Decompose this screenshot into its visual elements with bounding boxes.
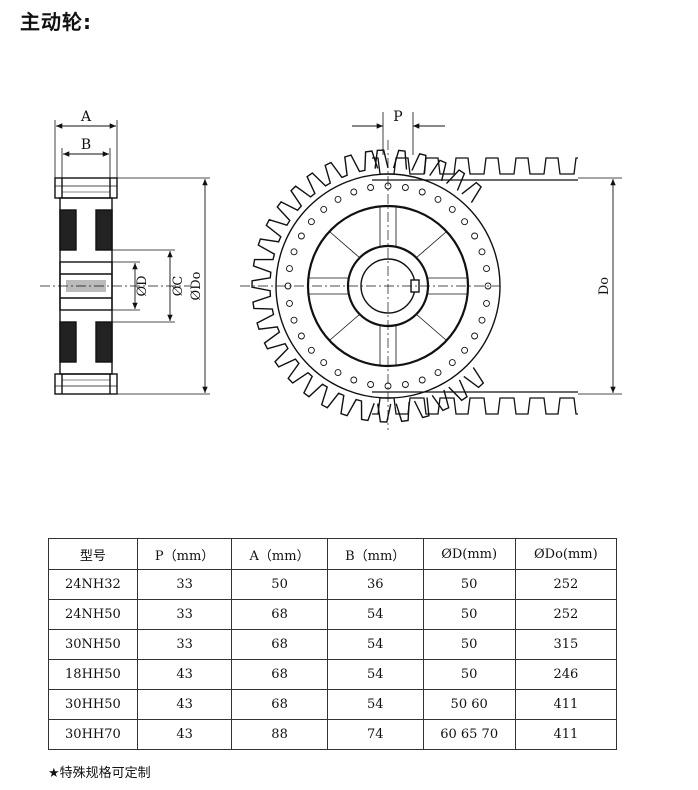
bolt-hole	[286, 265, 293, 273]
bolt-hole	[471, 232, 479, 240]
cell-do: 246	[514, 659, 618, 690]
chain-top	[372, 157, 578, 181]
page-title: 主动轮:	[20, 10, 92, 34]
dim-label-do-side: ØDo	[189, 271, 204, 300]
bolt-hole	[483, 265, 490, 273]
cell-p: 33	[136, 569, 233, 600]
col-header-do: ØDo(mm)	[514, 538, 618, 570]
bolt-hole	[290, 316, 298, 324]
cell-d: 50	[422, 569, 516, 600]
dim-label-d: ØD	[135, 275, 150, 296]
cell-a: 50	[231, 569, 328, 600]
cell-b: 54	[326, 689, 424, 720]
table-row: 18HH50 43 68 54 50 246	[48, 659, 618, 690]
table-row: 30HH50 43 68 54 50 60 411	[48, 689, 618, 720]
bolt-hole	[334, 195, 342, 203]
bolt-hole	[297, 232, 305, 240]
spec-table: 型号 P（mm） A（mm） B（mm） ØD(mm) ØDo(mm) 24NH…	[48, 538, 618, 750]
bolt-hole	[483, 299, 490, 307]
cell-a: 68	[231, 629, 328, 660]
bolt-hole	[478, 248, 486, 256]
cell-b: 36	[326, 569, 424, 600]
chain-bottom	[372, 391, 578, 415]
bolt-hole	[297, 332, 305, 340]
cell-d: 50	[422, 599, 516, 630]
table-header-row: 型号 P（mm） A（mm） B（mm） ØD(mm) ØDo(mm)	[48, 538, 618, 570]
bolt-hole	[307, 346, 315, 354]
table-row: 30HH70 43 88 74 60 65 70 411	[48, 719, 618, 750]
cell-a: 68	[231, 599, 328, 630]
cell-do: 315	[514, 629, 618, 660]
col-header-a: A（mm）	[231, 538, 328, 570]
cell-model: 30HH50	[48, 689, 138, 720]
front-view	[240, 112, 622, 430]
bolt-hole	[290, 248, 298, 256]
table-row: 24NH50 33 68 54 50 252	[48, 599, 618, 630]
cell-b: 54	[326, 599, 424, 630]
col-header-d: ØD(mm)	[422, 538, 516, 570]
cell-b: 54	[326, 659, 424, 690]
cell-d: 50	[422, 629, 516, 660]
bolt-hole	[484, 282, 492, 290]
cell-d: 50	[422, 659, 516, 690]
dim-label-do-front: Do	[597, 277, 612, 295]
bolt-holes	[284, 182, 492, 390]
side-view	[40, 120, 210, 395]
col-header-p: P（mm）	[136, 538, 233, 570]
cell-model: 24NH32	[48, 569, 138, 600]
cell-do: 252	[514, 569, 618, 600]
cell-model: 24NH50	[48, 599, 138, 630]
cell-p: 43	[136, 719, 233, 750]
cell-model: 30HH70	[48, 719, 138, 750]
bolt-hole	[401, 184, 409, 191]
col-header-b: B（mm）	[326, 538, 424, 570]
col-header-model: 型号	[48, 538, 138, 570]
bolt-hole	[350, 188, 358, 196]
bolt-hole	[418, 188, 426, 196]
cell-do: 411	[514, 689, 618, 720]
cell-a: 68	[231, 659, 328, 690]
bolt-hole	[478, 316, 486, 324]
cell-do: 411	[514, 719, 618, 750]
cell-p: 43	[136, 689, 233, 720]
cell-a: 68	[231, 689, 328, 720]
bolt-hole	[418, 376, 426, 384]
bolt-hole	[401, 381, 409, 388]
bolt-hole	[286, 299, 293, 307]
bolt-hole	[461, 218, 469, 226]
cell-model: 30NH50	[48, 629, 138, 660]
bolt-hole	[320, 359, 328, 367]
table-row: 30NH50 33 68 54 50 315	[48, 629, 618, 660]
bolt-hole	[320, 205, 328, 213]
bolt-hole	[461, 346, 469, 354]
dim-label-c: ØC	[171, 276, 186, 297]
bolt-hole	[367, 184, 375, 191]
cell-b: 54	[326, 629, 424, 660]
bolt-hole	[307, 218, 315, 226]
table-row: 24NH32 33 50 36 50 252	[48, 569, 618, 600]
bolt-hole	[471, 332, 479, 340]
dim-label-b: B	[81, 137, 91, 153]
cell-do: 252	[514, 599, 618, 630]
bolt-hole	[350, 376, 358, 384]
bolt-hole	[448, 205, 456, 213]
cell-b: 74	[326, 719, 424, 750]
dim-label-a: A	[80, 109, 92, 125]
bolt-hole	[334, 369, 342, 377]
cell-d: 60 65 70	[422, 719, 516, 750]
custom-spec-note: ★特殊规格可定制	[48, 766, 151, 781]
cell-p: 43	[136, 659, 233, 690]
sprocket-drawing: A B ØD ØC ØDo	[40, 109, 622, 430]
bolt-hole	[448, 359, 456, 367]
cell-a: 88	[231, 719, 328, 750]
cell-p: 33	[136, 599, 233, 630]
dim-label-p: P	[393, 109, 402, 125]
cell-model: 18HH50	[48, 659, 138, 690]
cell-p: 33	[136, 629, 233, 660]
bolt-hole	[367, 381, 375, 388]
bolt-hole	[434, 195, 442, 203]
sprocket-teeth	[251, 149, 485, 423]
cell-d: 50 60	[422, 689, 516, 720]
bolt-hole	[434, 369, 442, 377]
